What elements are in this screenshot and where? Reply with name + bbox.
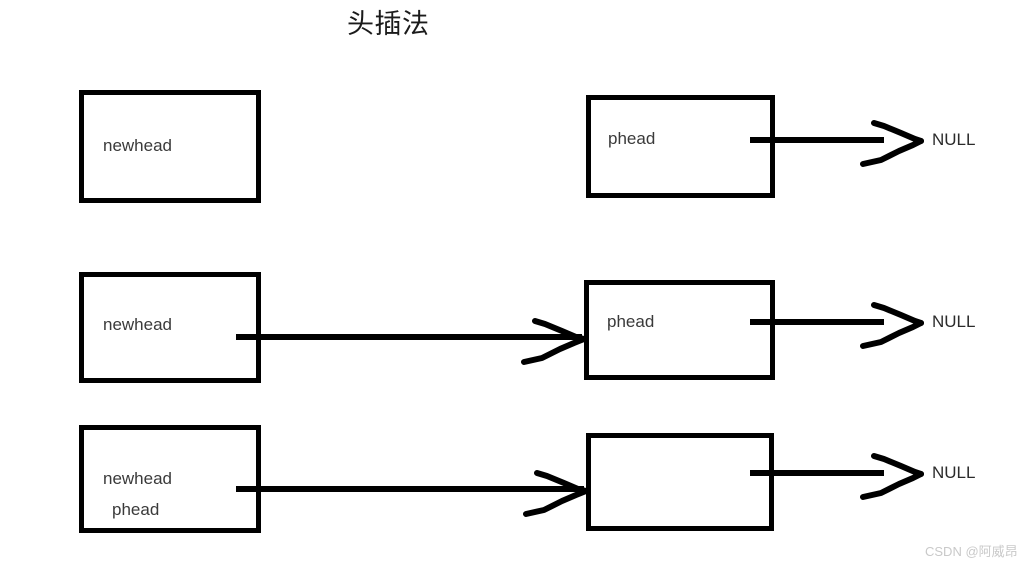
page-title: 头插法 — [347, 9, 430, 39]
null-arrowhead-step-3 — [855, 445, 925, 501]
newhead-phead-box-step-3 — [79, 425, 261, 533]
node-arrowhead-step-3 — [518, 462, 589, 518]
newhead-label-text: newhead — [103, 315, 173, 334]
null-label-step-3: NULL — [932, 463, 976, 482]
null-label-step-2: NULL — [932, 312, 976, 331]
newhead-box-step-1 — [79, 90, 261, 203]
newhead-phead-box-label-step-3: newhead phead — [103, 463, 172, 525]
null-arrowhead-step-2 — [855, 294, 925, 350]
newhead-node-line-step-3 — [236, 486, 584, 492]
phead-label-text: phead — [112, 500, 160, 519]
empty-node-box-step-3 — [586, 433, 774, 531]
newhead-box-step-2 — [79, 272, 261, 383]
phead-box-step-2 — [584, 280, 775, 380]
null-label-step-1: NULL — [932, 130, 976, 149]
phead-box-step-1 — [586, 95, 775, 198]
newhead-label-text: newhead — [103, 469, 173, 488]
phead-arrowhead-step-2 — [516, 310, 587, 366]
newhead-phead-line-step-2 — [236, 334, 582, 340]
node-null-line-step-3 — [750, 470, 884, 476]
newhead-label-text: newhead — [103, 136, 173, 155]
newhead-box-label-step-2: newhead — [103, 313, 172, 337]
phead-box-label-step-1: phead — [608, 127, 655, 151]
csdn-watermark: CSDN @阿威昂 — [925, 544, 1018, 559]
phead-box-label-step-2: phead — [607, 310, 654, 334]
phead-label-text: phead — [608, 129, 656, 148]
phead-null-line-step-1 — [750, 137, 884, 143]
null-arrowhead-step-1 — [855, 112, 925, 168]
phead-label-text: phead — [607, 312, 655, 331]
phead-null-line-step-2 — [750, 319, 884, 325]
newhead-box-label-step-1: newhead — [103, 134, 172, 158]
